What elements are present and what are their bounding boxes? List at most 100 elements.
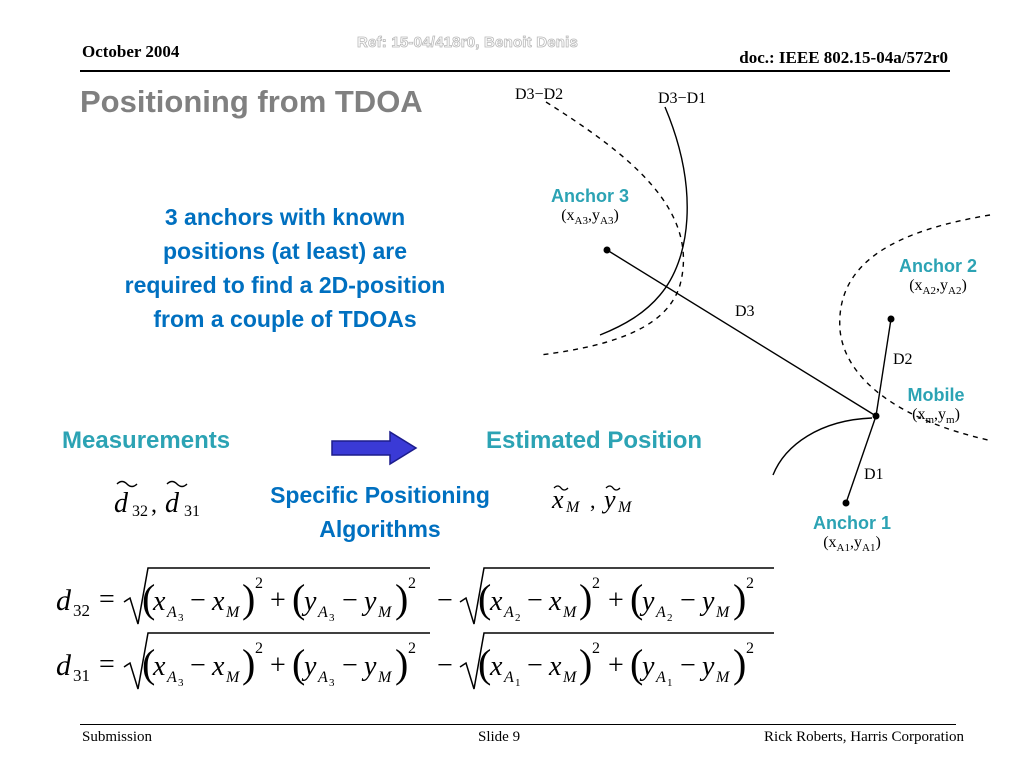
svg-text:2: 2 bbox=[667, 612, 673, 624]
svg-text:3: 3 bbox=[329, 677, 335, 689]
measurement-d31-sub: 31 bbox=[184, 503, 200, 520]
svg-text:(: ( bbox=[292, 576, 305, 621]
footer-submission: Submission bbox=[82, 729, 153, 745]
anchor-1-label: Anchor 1 (xA1,yA1) bbox=[792, 513, 912, 554]
anchor-2-label: Anchor 2 (xA2,yA2) bbox=[878, 256, 998, 297]
svg-text:y: y bbox=[699, 651, 715, 682]
hyperbola-d3-d1 bbox=[599, 106, 688, 336]
svg-text:−: − bbox=[527, 650, 543, 681]
svg-text:y: y bbox=[301, 586, 317, 617]
svg-text:2: 2 bbox=[408, 575, 416, 592]
svg-text:+: + bbox=[608, 585, 624, 616]
mobile-label: Mobile (xm,ym) bbox=[894, 385, 978, 426]
estimate-x: x bbox=[551, 485, 564, 514]
svg-text:A: A bbox=[503, 669, 514, 686]
anchor-2-name: Anchor 2 bbox=[898, 256, 977, 276]
eq1-lhs: d bbox=[56, 584, 72, 617]
svg-text:−: − bbox=[437, 585, 453, 616]
intro-line: 3 anchors with known bbox=[164, 204, 406, 230]
svg-text:−: − bbox=[437, 650, 453, 681]
svg-text:A: A bbox=[166, 604, 177, 621]
svg-text:+: + bbox=[608, 650, 624, 681]
svg-text:2: 2 bbox=[746, 640, 754, 657]
equation-d32: d 32 = ( x A 3 − x M ) 2 + ( y A 3 − y M… bbox=[56, 567, 774, 625]
svg-text:y: y bbox=[639, 586, 655, 617]
svg-text:A: A bbox=[655, 669, 666, 686]
svg-text:−: − bbox=[680, 650, 696, 681]
mobile-node bbox=[872, 412, 880, 420]
svg-text:3: 3 bbox=[178, 612, 184, 624]
svg-text:): ) bbox=[733, 576, 746, 621]
svg-text:1: 1 bbox=[515, 677, 521, 689]
svg-text:): ) bbox=[395, 576, 408, 621]
eq1-equals: = bbox=[99, 584, 115, 615]
estimated-position-label: Estimated Position bbox=[486, 427, 703, 454]
svg-text:y: y bbox=[301, 651, 317, 682]
curve-label-d3-d2: D3−D2 bbox=[515, 86, 564, 103]
eq2-equals: = bbox=[99, 649, 115, 680]
anchor-3-node bbox=[603, 246, 611, 254]
footer-divider bbox=[80, 724, 956, 725]
arrow-right-icon bbox=[331, 430, 418, 466]
svg-text:−: − bbox=[342, 650, 358, 681]
svg-text:3: 3 bbox=[329, 612, 335, 624]
anchor-1-node bbox=[842, 499, 850, 507]
algorithms-label: Specific Positioning Algorithms bbox=[240, 478, 520, 546]
header-date: October 2004 bbox=[82, 42, 180, 61]
anchor-2-coords: (xA2,yA2) bbox=[909, 277, 967, 298]
svg-text:): ) bbox=[579, 576, 592, 621]
measurement-d32-sub: 32 bbox=[132, 503, 148, 520]
measurement-separator: , bbox=[151, 492, 157, 518]
slide-title: Positioning from TDOA bbox=[80, 84, 423, 119]
anchor-3-label: Anchor 3 (xA3,yA3) bbox=[530, 186, 650, 227]
svg-text:M: M bbox=[562, 604, 578, 621]
svg-text:(: ( bbox=[630, 641, 643, 686]
svg-text:A: A bbox=[317, 669, 328, 686]
svg-text:−: − bbox=[527, 585, 543, 616]
svg-text:1: 1 bbox=[667, 677, 673, 689]
distance-line-d1 bbox=[845, 415, 877, 504]
svg-text:M: M bbox=[715, 669, 731, 686]
svg-text:(: ( bbox=[292, 641, 305, 686]
svg-text:−: − bbox=[190, 585, 206, 616]
tdoa-diagram bbox=[539, 101, 991, 507]
svg-text:2: 2 bbox=[255, 575, 263, 592]
svg-text:2: 2 bbox=[592, 575, 600, 592]
anchor-1-name: Anchor 1 bbox=[812, 513, 891, 533]
anchor-3-coords: (xA3,yA3) bbox=[561, 207, 619, 228]
svg-text:): ) bbox=[242, 641, 255, 686]
anchor-2-node bbox=[887, 315, 895, 323]
svg-text:): ) bbox=[733, 641, 746, 686]
svg-text:M: M bbox=[225, 604, 241, 621]
estimate-y: y bbox=[601, 485, 616, 514]
svg-text:−: − bbox=[190, 650, 206, 681]
algorithms-line: Specific Positioning bbox=[270, 482, 490, 508]
svg-text:x: x bbox=[489, 586, 503, 617]
svg-text:−: − bbox=[342, 585, 358, 616]
svg-text:M: M bbox=[562, 669, 578, 686]
svg-text:y: y bbox=[361, 651, 377, 682]
svg-text:A: A bbox=[655, 604, 666, 621]
estimate-separator: , bbox=[590, 488, 596, 513]
distance-label-d3: D3 bbox=[735, 303, 755, 320]
header-divider bbox=[80, 70, 950, 72]
svg-text:x: x bbox=[152, 651, 166, 682]
hyperbola-mobile bbox=[772, 417, 873, 476]
svg-text:): ) bbox=[579, 641, 592, 686]
svg-text:+: + bbox=[270, 650, 286, 681]
svg-text:y: y bbox=[361, 586, 377, 617]
svg-text:3: 3 bbox=[178, 677, 184, 689]
eq2-lhs-sub: 31 bbox=[73, 666, 90, 685]
intro-line: positions (at least) are bbox=[162, 238, 408, 264]
distance-line-d3 bbox=[606, 249, 877, 417]
svg-text:x: x bbox=[548, 586, 562, 617]
svg-text:A: A bbox=[503, 604, 514, 621]
distance-line-d2 bbox=[875, 318, 892, 417]
mobile-coords: (xm,ym) bbox=[912, 406, 960, 427]
svg-text:M: M bbox=[715, 604, 731, 621]
svg-text:2: 2 bbox=[592, 640, 600, 657]
svg-text:(: ( bbox=[478, 576, 491, 621]
svg-text:y: y bbox=[699, 586, 715, 617]
estimate-y-sub: M bbox=[617, 499, 633, 516]
svg-text:(: ( bbox=[142, 576, 155, 621]
